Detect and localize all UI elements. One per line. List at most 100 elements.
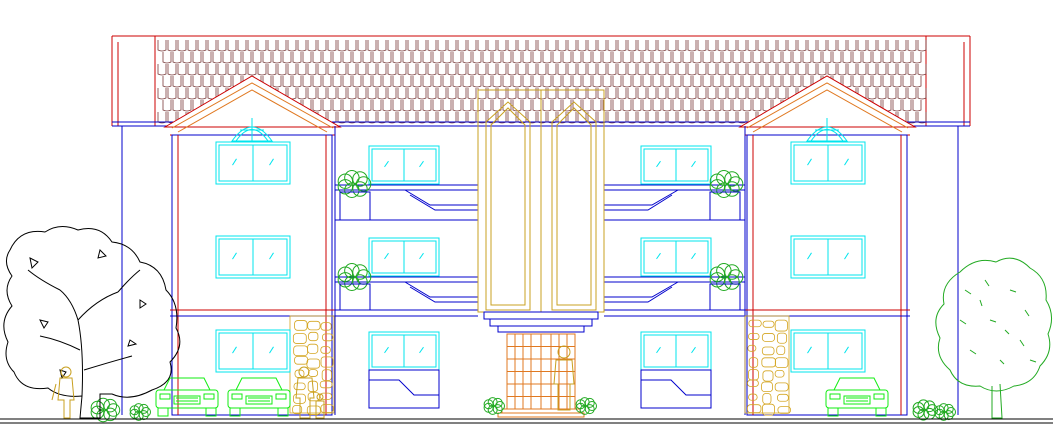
roof-tile (722, 100, 732, 112)
double-casement-window (640, 145, 712, 185)
roof-tile (332, 76, 342, 88)
roof-tile (587, 40, 597, 52)
roof-tile (697, 88, 707, 100)
roof-tile (682, 100, 692, 112)
roof-tile (467, 88, 477, 100)
roof-tile (162, 100, 172, 112)
roof-tile (422, 52, 432, 64)
roof-tile (517, 64, 527, 76)
double-casement-window (215, 235, 291, 279)
roof-tile (577, 40, 587, 52)
side-walls (121, 126, 959, 415)
roof-tile (652, 100, 662, 112)
roof-tile (722, 76, 732, 88)
roof-tile (847, 64, 857, 76)
roof-tile (307, 40, 317, 52)
roof-tile (767, 88, 777, 100)
roof-tile (622, 76, 632, 88)
planter-pot (709, 283, 741, 311)
roof-tile (287, 64, 297, 76)
roof-tile (382, 76, 392, 88)
shrub (934, 403, 956, 421)
roof-tile (417, 64, 427, 76)
roof-tile (732, 100, 742, 112)
planters (90, 170, 956, 423)
shrub (575, 397, 597, 415)
roof-tile (167, 64, 177, 76)
window-planter-box (368, 369, 440, 409)
roof-tile (552, 100, 562, 112)
roof-tile (352, 52, 362, 64)
roof-tile (572, 76, 582, 88)
roof-tile (897, 40, 907, 52)
roof-tile (702, 52, 712, 64)
roof-tile (692, 100, 702, 112)
roof-tile (477, 40, 487, 52)
roof-tile (907, 40, 917, 52)
roof-tile (597, 88, 607, 100)
roof-tile (307, 88, 317, 100)
roof-tile (912, 100, 922, 112)
roof-tile (887, 40, 897, 52)
roof-tile (207, 64, 217, 76)
roof-tile (187, 40, 197, 52)
roof-tile (827, 40, 837, 52)
roof-tile (457, 88, 467, 100)
roof-tile (777, 88, 787, 100)
roof-tile (627, 40, 637, 52)
roof-tile (597, 64, 607, 76)
roof-tile (567, 40, 577, 52)
roof-tile (722, 52, 732, 64)
roof-tile (607, 88, 617, 100)
roof-tile (727, 40, 737, 52)
roof-tile (917, 88, 927, 100)
roof-tile (157, 40, 167, 52)
shrub (709, 170, 744, 198)
roof-tile (547, 88, 557, 100)
roof-tile (727, 88, 737, 100)
roof-tile (732, 76, 742, 88)
roof-tile (527, 40, 537, 52)
roof-tile (892, 52, 902, 64)
shrub (90, 397, 121, 423)
double-casement-window (215, 141, 291, 185)
roof-tile (432, 52, 442, 64)
roof-tile (767, 64, 777, 76)
roof-tile (167, 88, 177, 100)
roof-tile (672, 100, 682, 112)
roof-tile (172, 100, 182, 112)
roof-tile (357, 88, 367, 100)
roof-tile (207, 40, 217, 52)
roof-tile (322, 76, 332, 88)
roof-tile (627, 88, 637, 100)
roof-tile (717, 64, 727, 76)
roof-tile (807, 64, 817, 76)
roof-tile (667, 88, 677, 100)
roof-tile (412, 100, 422, 112)
roof-tile (867, 40, 877, 52)
roof-tile (187, 64, 197, 76)
roof-tile (557, 88, 567, 100)
car (155, 377, 219, 417)
roof-tile (462, 52, 472, 64)
roof-tile (337, 64, 347, 76)
roof-tile (502, 52, 512, 64)
roof-tile (647, 40, 657, 52)
roof-tile (737, 64, 747, 76)
roof-tile (182, 76, 192, 88)
roof-tile (392, 76, 402, 88)
roof-tile (457, 64, 467, 76)
roof-tile (612, 76, 622, 88)
tree-right (935, 257, 1052, 419)
roof-tile (667, 64, 677, 76)
roof-tile (502, 76, 512, 88)
roof-tile (362, 52, 372, 64)
roof-tile (627, 64, 637, 76)
roof-tile (637, 64, 647, 76)
roof-tile (342, 100, 352, 112)
roof-tile (887, 88, 897, 100)
roof-tile (642, 76, 652, 88)
roof-tile (507, 88, 517, 100)
roof-tile (792, 76, 802, 88)
